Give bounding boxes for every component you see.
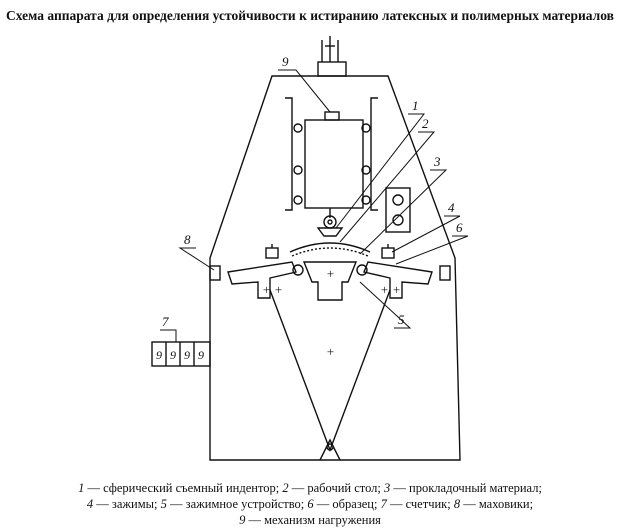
legend-num-4: 4 <box>86 497 94 511</box>
apparatus-diagram: + + + + + + 9 9 9 9 9 1 2 3 4 6 8 7 5 <box>151 36 469 461</box>
legend-num-9: 9 <box>239 513 246 527</box>
clamp-arm-right <box>363 261 433 299</box>
leader-lines <box>160 69 469 342</box>
legend: 1 — сферический съемный индентор; 2 — ра… <box>0 480 620 528</box>
legend-text-8: — маховики; <box>460 497 534 511</box>
counter-digit: 9 <box>156 348 162 362</box>
rail-rollers <box>293 123 371 205</box>
bottom-pivot <box>319 438 341 461</box>
inner-frame <box>269 289 391 452</box>
clamps <box>265 244 395 259</box>
legend-text-7: — счетчик; <box>386 497 454 511</box>
callout-9: 9 <box>282 54 289 69</box>
callout-2: 2 <box>422 116 429 131</box>
clamp-mark-left: + + <box>262 282 283 297</box>
clamp-mark-right: + + <box>380 282 401 297</box>
counter-digit: 9 <box>198 348 204 362</box>
legend-num-1: 1 <box>78 481 85 495</box>
guide-rail-right <box>370 97 378 211</box>
loading-mechanism <box>304 119 364 209</box>
callout-3: 3 <box>433 154 441 169</box>
legend-text-2: — рабочий стол; <box>288 481 385 495</box>
diagram-title: Схема аппарата для определения устойчиво… <box>6 8 614 23</box>
pivot-rollers <box>292 264 368 276</box>
top-connector <box>317 36 347 77</box>
legend-text-6: — образец; <box>313 497 381 511</box>
counter-digit: 9 <box>184 348 190 362</box>
legend-line-2: 4 — зажимы; 5 — зажимное устройство; 6 —… <box>0 496 620 512</box>
legend-text-1: — сферический съемный индентор; <box>84 481 283 495</box>
working-table <box>289 242 371 253</box>
center-mark-upper: + <box>326 266 335 281</box>
counter-digit: 9 <box>170 348 176 362</box>
legend-text-3: — прокладочный материал; <box>390 481 542 495</box>
legend-line-3: 9 — механизм нагружения <box>0 512 620 528</box>
legend-num-7: 7 <box>380 497 387 511</box>
legend-text-9: — механизм нагружения <box>245 513 381 527</box>
legend-num-3: 3 <box>384 481 391 495</box>
callout-6: 6 <box>456 220 463 235</box>
side-plate <box>385 187 411 233</box>
legend-num-8: 8 <box>453 497 461 511</box>
sample <box>291 247 369 257</box>
clamp-arm-left <box>227 261 297 299</box>
housing-body <box>209 75 461 461</box>
legend-num-5: 5 <box>160 497 167 511</box>
callout-8: 8 <box>184 232 191 247</box>
center-mark-lower: + <box>326 344 335 359</box>
callout-1: 1 <box>412 98 419 113</box>
callout-4: 4 <box>448 200 455 215</box>
legend-num-6: 6 <box>307 497 314 511</box>
handwheels <box>209 265 451 281</box>
legend-text-5: — зажимное устройство; <box>166 497 308 511</box>
guide-rail-left <box>285 97 293 211</box>
spherical-indenter <box>316 208 344 237</box>
clamping-device <box>302 261 358 301</box>
counter-box <box>151 341 211 367</box>
callout-7: 7 <box>162 314 169 329</box>
legend-text-4: — зажимы; <box>93 497 161 511</box>
legend-num-2: 2 <box>282 481 289 495</box>
callout-5: 5 <box>398 312 405 327</box>
legend-line-1: 1 — сферический съемный индентор; 2 — ра… <box>0 480 620 496</box>
